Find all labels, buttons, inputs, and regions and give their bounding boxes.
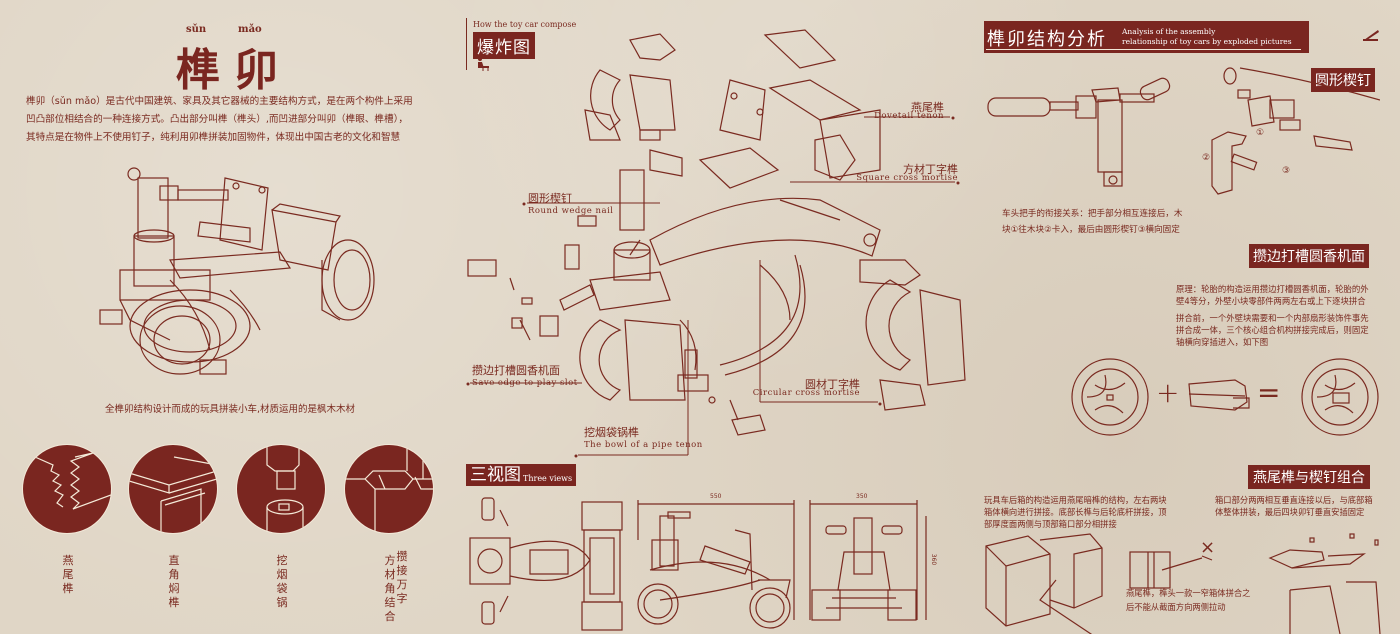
slot-para-2: 拼合前，一个外壁块需要和一个内部扇形装饰件事先 拼合成一体，三个核心组合机构拼接… (1176, 313, 1369, 347)
three-views-title: 三视图 (470, 465, 521, 485)
analysis-banner: 榫卯结构分析 Analysis of the assembly relation… (984, 21, 1309, 53)
intro-text: 榫卯（sǔn mǎo）是古代中国建筑、家具及其它器械的主要结构方式，是在两个构件… (26, 93, 456, 147)
page-title: 榫卯 (176, 45, 292, 96)
pinyin-sun: sǔn (186, 24, 207, 35)
axle-part-icon (1188, 379, 1250, 411)
intro-line: 凹凸部位相结合的一种连接方式。凸出部分叫榫（榫头）,而凹进部分叫卯（榫眼、榫槽）… (26, 114, 408, 125)
right-angle-joint-icon (128, 444, 218, 534)
callout-pipe-bowl: 挖烟袋锅榫 The bowl of a pipe tenon (584, 426, 703, 450)
cross-mark: × (1200, 537, 1216, 558)
analysis-title-en-1: Analysis of the assembly (1122, 27, 1216, 36)
dovetail-combo-right-text: 箱口部分两两相互垂直连接以后，与底部箱 体整体拼装，最后四块卯钉垂直安插固定 (1215, 495, 1373, 517)
wedge-text: 车头把手的衔接关系：把手部分相互连接后，木 块①往木块②卡入，最后由圆形楔钉③横… (1002, 209, 1183, 235)
three-views-banner: 三视图 Three views (466, 464, 577, 486)
joint-label-right-angle: 直 角 焖 榫 (168, 554, 180, 609)
equals-sign: = (1257, 376, 1281, 409)
explode-title: 爆炸图 (473, 32, 535, 59)
intro-line: 榫卯（sǔn mǎo）是古代中国建筑、家具及其它器械的主要结构方式，是在两个构件… (26, 96, 413, 107)
worker-icon (478, 57, 489, 71)
pinyin-mao: mǎo (238, 24, 262, 35)
intro-line: 其特点是在物件上不使用钉子，纯利用卯榫拼装加固物件，体现出中国古老的文化和智慧 (26, 132, 401, 143)
dovetail-combo-heading: 燕尾榫与楔钉组合 (1248, 465, 1370, 489)
car-caption: 全榫卯结构设计而成的玩具拼装小车,材质运用的是枫木木材 (104, 404, 356, 415)
joint-label-square-cross-col2: 攒 接 万 字 (396, 550, 408, 605)
joint-label-square-cross-col1: 方 材 角 结 合 (384, 554, 396, 623)
dimension-front-width: 350 (856, 493, 868, 500)
wedge-marker-2: ② (1202, 153, 1211, 163)
exploded-view-illustration (466, 29, 966, 458)
wedge-marker-3: ③ (1282, 166, 1291, 176)
wedge-marker-1: ① (1256, 128, 1265, 138)
wheel-shell-icon (1071, 358, 1149, 436)
pipe-bowl-joint-icon (236, 444, 326, 534)
wheel-assembled-icon (1301, 358, 1379, 436)
slot-para-1: 原理：轮胎的构造运用攒边打槽圆香机面，轮胎的外 壁4等分，外壁小块零部件两两左右… (1176, 284, 1369, 306)
callout-save-edge: 攒边打槽圆香机面 Save edge to play slot (472, 364, 578, 388)
callout-round-wedge: 圆形楔钉 Round wedge nail (528, 192, 614, 216)
dovetail-box-illustration (985, 533, 1381, 634)
plus-sign: + (1156, 376, 1180, 409)
dovetail-note: 燕尾榫，榫头一款一窄箱体拼合之 后不能从截面方向两侧拉动 (1126, 588, 1251, 612)
dimension-front-height: 360 (930, 553, 938, 566)
banner-underline (986, 49, 1301, 50)
pencil-ruler-icon (1363, 30, 1379, 41)
explode-subtitle: How the toy car compose (473, 20, 577, 29)
three-views-title-en: Three views (523, 474, 573, 483)
section-divider (466, 18, 467, 70)
assembled-car-illustration (99, 167, 375, 375)
three-views-drawings (469, 497, 927, 631)
dovetail-combo-left-text: 玩具车后箱的构造运用燕尾暗榫的结构，左右两块 箱体横向进行拼接。底部长榫与后轮底… (984, 495, 1167, 529)
slot-heading: 攒边打槽圆香机面 (1249, 244, 1369, 268)
dimension-side-width: 550 (710, 493, 722, 500)
joint-label-dovetail: 燕 尾 榫 (62, 554, 74, 595)
analysis-title: 榫卯结构分析 (987, 29, 1107, 50)
dovetail-joint-icon (22, 444, 112, 534)
wedge-heading: 圆形楔钉 (1311, 68, 1375, 92)
joint-label-pipe-bowl: 挖 烟 袋 锅 (276, 554, 288, 609)
square-cross-joint-icon (344, 444, 434, 534)
analysis-title-en-2: relationship of toy cars by exploded pic… (1122, 37, 1292, 46)
wedge-nail-illustration (987, 67, 1380, 195)
